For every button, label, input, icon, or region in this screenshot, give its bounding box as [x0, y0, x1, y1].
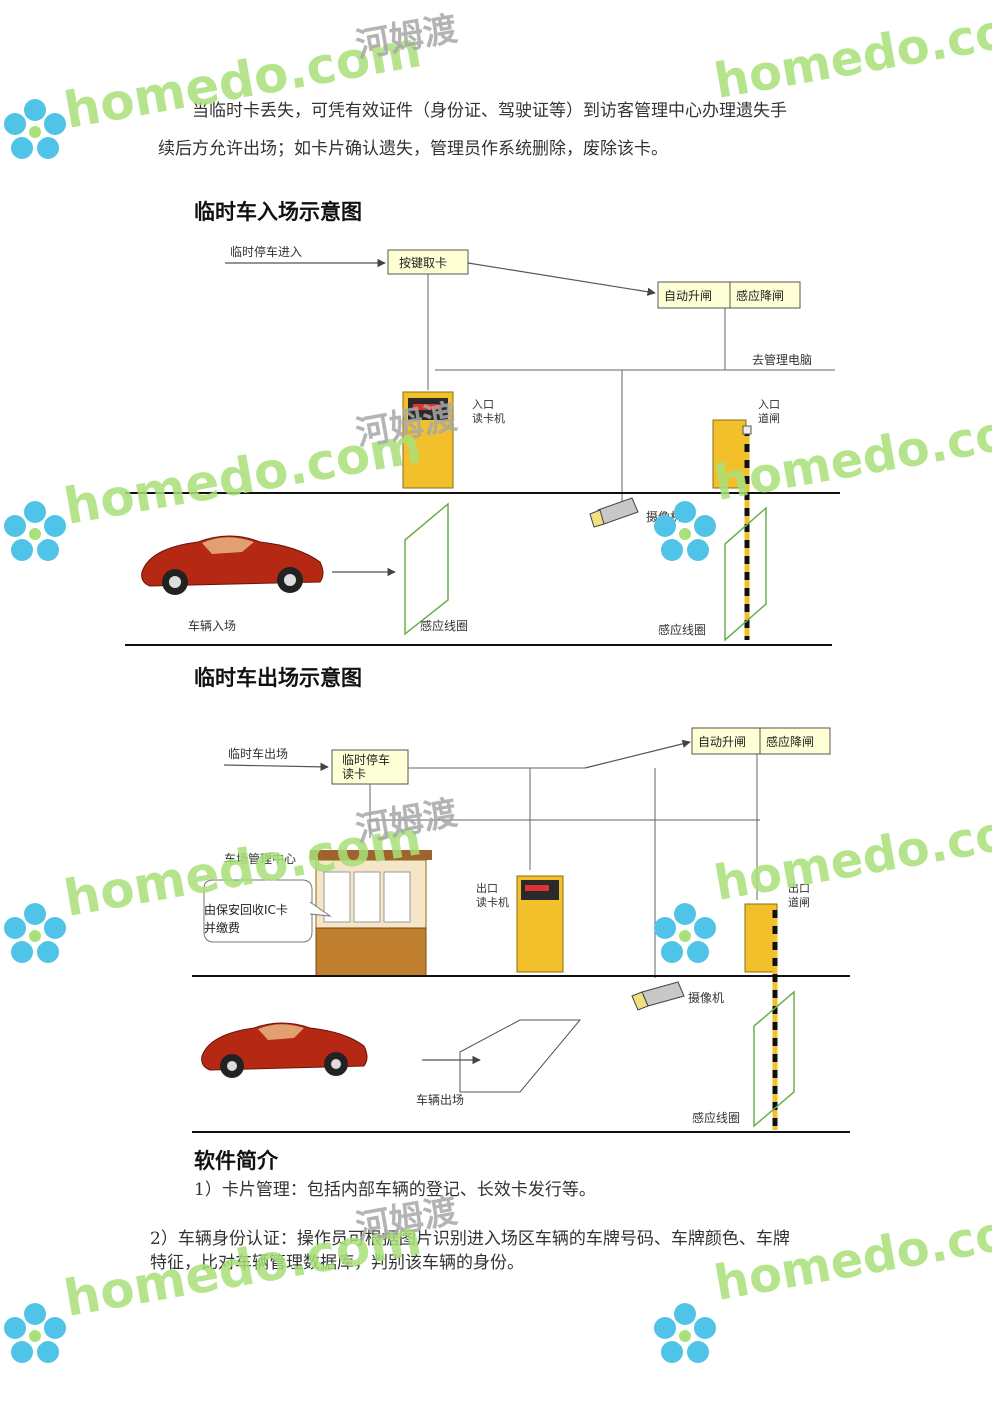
- induction-loop: [404, 502, 449, 636]
- induction-loop: [753, 990, 795, 1128]
- entry-reader-label-1: 入口: [472, 398, 494, 411]
- watermark: [0, 900, 70, 974]
- exit-diagram-title: 临时车出场示意图: [194, 666, 362, 690]
- paragraph-line: 2）车辆身份认证：操作员可根据图片识别进入场区车辆的车牌号码、车牌颜色、车牌: [150, 1229, 790, 1249]
- entry-barrier-label-1: 入口: [758, 398, 780, 411]
- red-car-icon: [201, 1022, 368, 1078]
- gate-auto-label: 自动升闸: [664, 289, 712, 303]
- flower-icon: [4, 1303, 66, 1363]
- camera-icon: [631, 981, 685, 1011]
- booth-icon: [310, 850, 432, 977]
- exit-reader-label-2: 读卡机: [476, 895, 509, 909]
- entry-loop-label-1: 感应线圈: [420, 618, 468, 633]
- exit-barrier-box: [744, 903, 778, 973]
- watermark: [650, 498, 720, 572]
- red-car-icon: [141, 535, 324, 595]
- booth-label: 车场管理中心: [224, 851, 296, 866]
- exit-input-label: 临时车出场: [228, 746, 288, 761]
- entry-reader-label-2: 读卡机: [472, 411, 505, 425]
- paragraph-line: 特征，比对车辆管理数据库，判别该车辆的身份。: [150, 1253, 524, 1273]
- exit-diagram: 临时车出场 临时停车 读卡 自动升闸 感应降闸 车场管理中心 由保安回收IC卡 …: [192, 727, 850, 1133]
- flower-icon: [654, 903, 716, 963]
- gate-sense-label: 感应降闸: [736, 288, 784, 303]
- watermark: [0, 1300, 70, 1374]
- entry-barrier-box: [712, 419, 747, 489]
- exit-gate-sense-label: 感应降闸: [766, 734, 814, 749]
- speech-bubble: [203, 879, 313, 943]
- exit-card-label-1: 临时停车: [342, 752, 390, 767]
- to-pc-label: 去管理电脑: [752, 352, 812, 367]
- bubble-label-2: 并缴费: [204, 920, 240, 935]
- bubble-label-1: 由保安回收IC卡: [204, 902, 288, 917]
- exit-loop-label: 感应线圈: [692, 1110, 740, 1125]
- flower-icon: [654, 1303, 716, 1363]
- watermark: [0, 96, 70, 170]
- entry-loop-label-2: 感应线圈: [658, 622, 706, 637]
- entry-input-label: 临时停车进入: [230, 244, 302, 259]
- watermark: [650, 1300, 720, 1374]
- paragraph-line: 当临时卡丢失，可凭有效证件（身份证、驾驶证等）到访客管理中心办理遗失手: [192, 101, 787, 121]
- entry-diagram: 临时停车进入 按键取卡 自动升闸 感应降闸 去管理电脑 入口 读卡机 入口 道闸…: [125, 244, 840, 646]
- entry-car-label: 车辆入场: [188, 618, 236, 633]
- entry-barrier-label-2: 道闸: [758, 411, 780, 425]
- exit-car-label: 车辆出场: [416, 1092, 464, 1107]
- exit-barrier-label-1: 出口: [788, 881, 810, 895]
- paragraph-line: 续后方允许出场；如卡片确认遗失，管理员作系统删除，废除该卡。: [158, 139, 668, 159]
- camera-icon: [589, 497, 639, 528]
- watermark: [0, 498, 70, 572]
- software-title: 软件简介: [194, 1149, 278, 1173]
- card-dispense-box: [387, 249, 469, 275]
- entry-diagram-title: 临时车入场示意图: [194, 200, 362, 224]
- exit-gate-auto-label: 自动升闸: [698, 735, 746, 749]
- exit-gate-control-box: [691, 727, 831, 755]
- exit-camera-label: 摄像机: [688, 990, 724, 1005]
- exit-reader-label-1: 出口: [476, 881, 498, 895]
- gate-control-box: [657, 281, 801, 309]
- exit-barrier-label-2: 道闸: [788, 895, 810, 909]
- flower-icon: [4, 903, 66, 963]
- watermark-brand: homedo.com: [710, 1196, 992, 1312]
- watermark-cn: 河姆渡: [352, 8, 461, 67]
- exit-card-label-2: 读卡: [342, 767, 366, 781]
- induction-loop: [724, 506, 767, 642]
- flower-icon: [654, 501, 716, 561]
- paragraph-line: 1）卡片管理：包括内部车辆的登记、长效卡发行等。: [194, 1180, 596, 1200]
- card-dispense-label: 按键取卡: [399, 256, 447, 270]
- flower-icon: [4, 99, 66, 159]
- flower-icon: [4, 501, 66, 561]
- watermark: [650, 900, 720, 974]
- exit-card-box: [331, 749, 409, 785]
- watermark-brand: homedo.com: [710, 0, 992, 110]
